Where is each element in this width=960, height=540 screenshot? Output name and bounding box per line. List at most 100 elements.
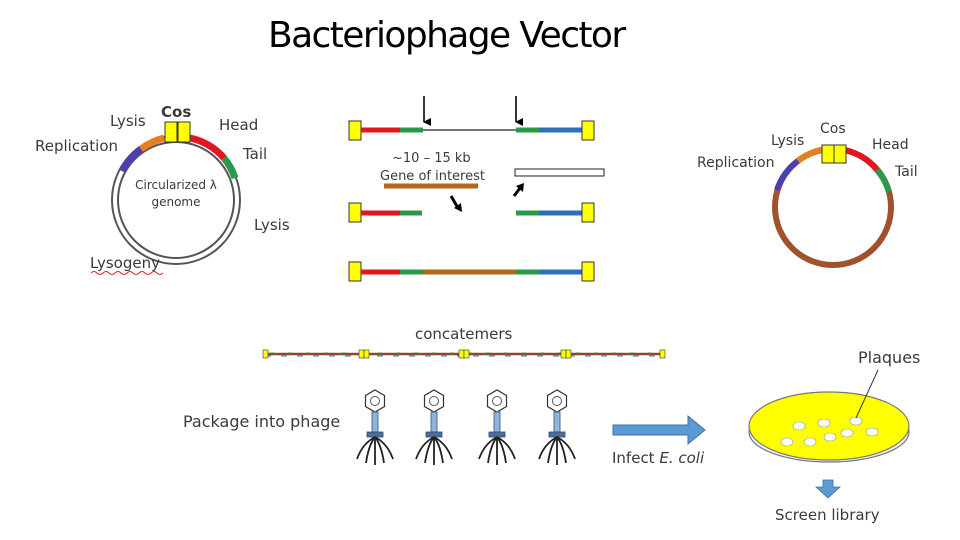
phage-2 — [415, 389, 453, 465]
phage-tail-fiber — [415, 436, 435, 460]
right-label-tail: Tail — [894, 164, 918, 180]
gene-of-interest-label: Gene of interest — [380, 169, 485, 184]
phage-tail-fiber — [487, 436, 498, 464]
plaque — [817, 418, 831, 428]
phage-tail — [430, 411, 438, 433]
label-circularized: Circularized λ — [135, 178, 217, 192]
phage-3 — [478, 389, 516, 466]
right-label-lysis: Lysis — [771, 133, 804, 149]
phage-tail-fiber — [374, 436, 394, 460]
concatemer-cos-4b — [565, 349, 572, 359]
page-title: Bacteriophage Vector — [268, 15, 626, 56]
phage-1 — [356, 389, 394, 465]
dish-agar — [748, 391, 910, 461]
cos-end-right — [581, 120, 595, 141]
infect-label: Infect E. coli — [612, 449, 705, 467]
right-tail-arc — [874, 168, 892, 193]
concatemer-cos-2b — [363, 349, 370, 359]
concatemer-cos-2a — [358, 349, 365, 359]
label-lysogeny: Lysogeny — [90, 254, 160, 272]
cos-end-left — [348, 120, 362, 141]
recombinant-genome-right: Lysis Cos Head Replication Tail — [697, 121, 918, 268]
concatemer-cos-3b — [463, 349, 470, 359]
infect-organism: E. coli — [659, 449, 705, 467]
phage-head — [364, 389, 386, 413]
right-replication-arc — [774, 158, 800, 192]
phage-tail-fiber — [365, 436, 376, 464]
phage-4 — [538, 389, 576, 465]
concatemer-cos-5 — [659, 349, 666, 359]
lysis-arc — [138, 134, 165, 152]
replication-arc — [118, 146, 144, 173]
phage-tail-fiber — [538, 436, 558, 460]
phage-tail-fiber — [478, 436, 498, 460]
right-cos-right — [833, 144, 847, 164]
screen-library-label: Screen library — [775, 506, 880, 524]
plaque — [803, 437, 817, 447]
ligation-arrow-right — [512, 187, 522, 197]
phage-dna — [492, 396, 502, 406]
screen-arrow — [814, 479, 842, 499]
phage-tail-fiber — [424, 436, 435, 464]
phage-tail — [553, 411, 561, 433]
concatemer-cos-3a — [458, 349, 465, 359]
phage-tail-fiber — [556, 436, 576, 460]
right-cos-left — [821, 144, 835, 164]
phage-head — [486, 389, 508, 413]
phage-particles — [356, 389, 576, 466]
phage-baseplate — [366, 431, 384, 438]
cos-end-left-recombinant — [348, 261, 362, 282]
phage-tail-fiber — [356, 436, 376, 460]
plaque — [865, 427, 879, 437]
infect-arrow-shape — [612, 414, 706, 446]
phage-head — [546, 389, 568, 413]
head-arc — [189, 134, 227, 161]
cos-end-left-arm — [348, 202, 362, 223]
phage-baseplate — [548, 431, 566, 438]
phage-tail — [371, 411, 379, 433]
label-lysis-right: Lysis — [254, 216, 290, 234]
label-cos: Cos — [161, 103, 191, 121]
phage-dna — [370, 396, 380, 406]
plaque — [780, 437, 794, 447]
phage-head — [423, 389, 445, 413]
package-label: Package into phage — [183, 412, 340, 431]
cloning-scheme: ~10 – 15 kb Gene of interest — [348, 96, 605, 282]
phage-tail — [493, 411, 501, 433]
concatemers-section: concatemers — [262, 325, 666, 359]
phage-baseplate — [488, 431, 506, 438]
phage-tail-fiber — [496, 436, 516, 460]
ligation-arrowhead-left — [454, 203, 462, 212]
right-head-arc — [844, 147, 880, 172]
concatemer-cos-4a — [560, 349, 567, 359]
phage-tail-fiber — [433, 436, 453, 460]
right-label-replication: Replication — [697, 155, 774, 171]
concatemer-cos-1 — [262, 349, 269, 359]
spellcheck-underline — [90, 271, 164, 275]
label-head: Head — [219, 116, 258, 134]
plaque — [792, 421, 806, 431]
plaque — [849, 416, 863, 426]
cos-end-right-arm — [581, 202, 595, 223]
ligation-arrowhead-right — [516, 183, 524, 192]
plaque — [823, 432, 837, 442]
label-tail: Tail — [242, 145, 267, 163]
plaques-pointer — [855, 369, 879, 419]
phage-tail-fiber — [547, 436, 558, 464]
infect-arrow — [612, 414, 706, 446]
plaque — [840, 428, 854, 438]
infect-prefix: Infect — [612, 449, 659, 467]
label-lysis-top: Lysis — [110, 112, 146, 130]
cos-site-left — [164, 121, 178, 143]
right-label-head: Head — [872, 137, 909, 153]
phage-dna — [552, 396, 562, 406]
plaques-label: Plaques — [858, 348, 920, 367]
cos-site-right — [177, 121, 191, 143]
circularized-genome-left: Lysis Cos Head Replication Tail Circular… — [35, 103, 290, 275]
right-label-cos: Cos — [820, 121, 846, 137]
phage-dna — [429, 396, 439, 406]
phage-baseplate — [425, 431, 443, 438]
petri-dish — [748, 369, 910, 463]
label-genome: genome — [151, 195, 200, 209]
